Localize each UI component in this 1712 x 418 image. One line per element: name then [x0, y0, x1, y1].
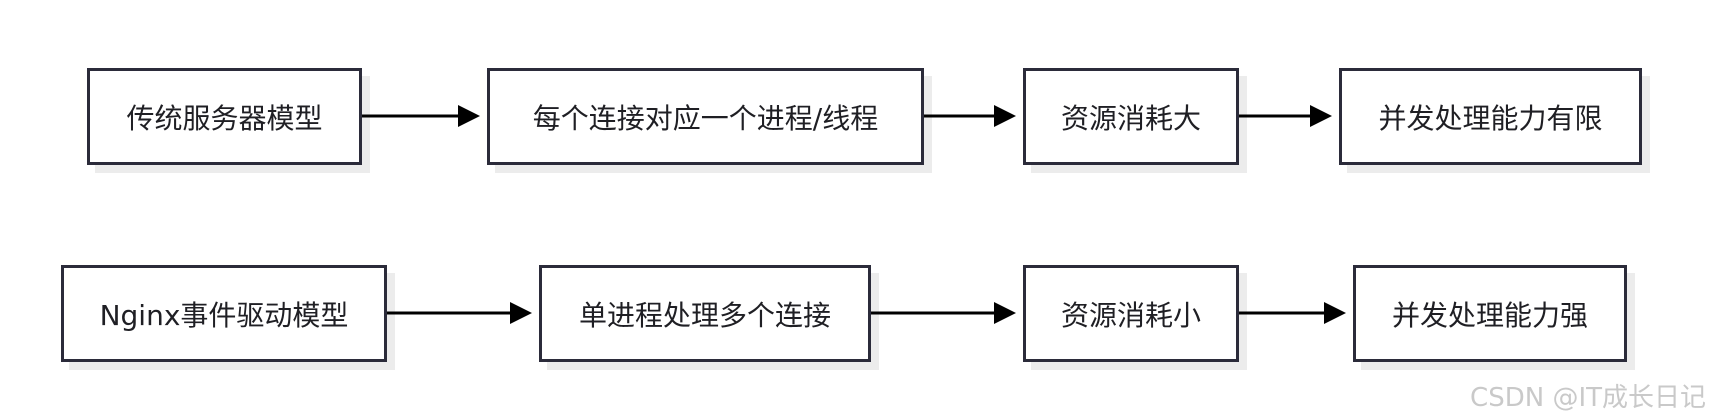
node-label: 资源消耗小 [1060, 298, 1201, 332]
edge-arrow [387, 302, 532, 324]
edge-arrow [1239, 105, 1332, 127]
edge-arrow [1239, 302, 1346, 324]
node-limited-concurrency: 并发处理能力有限 [1339, 68, 1642, 165]
node-strong-concurrency: 并发处理能力强 [1353, 265, 1627, 362]
node-label: 单进程处理多个连接 [578, 298, 831, 332]
node-label: 每个连接对应一个进程/线程 [532, 101, 879, 135]
node-label: Nginx事件驱动模型 [99, 298, 349, 332]
node-label: 传统服务器模型 [126, 101, 323, 135]
node-single-process-multi-connection: 单进程处理多个连接 [539, 265, 871, 362]
node-high-resource-usage: 资源消耗大 [1023, 68, 1239, 165]
edge-arrow [871, 302, 1016, 324]
node-process-per-connection: 每个连接对应一个进程/线程 [487, 68, 924, 165]
node-label: 资源消耗大 [1060, 101, 1201, 135]
node-low-resource-usage: 资源消耗小 [1023, 265, 1239, 362]
watermark-text: CSDN @IT成长日记 [1470, 383, 1706, 413]
node-label: 并发处理能力强 [1391, 298, 1588, 332]
node-nginx-event-driven-model: Nginx事件驱动模型 [61, 265, 387, 362]
edge-arrow [924, 105, 1016, 127]
node-traditional-server-model: 传统服务器模型 [87, 68, 362, 165]
edge-arrow [362, 105, 480, 127]
node-label: 并发处理能力有限 [1378, 101, 1603, 135]
